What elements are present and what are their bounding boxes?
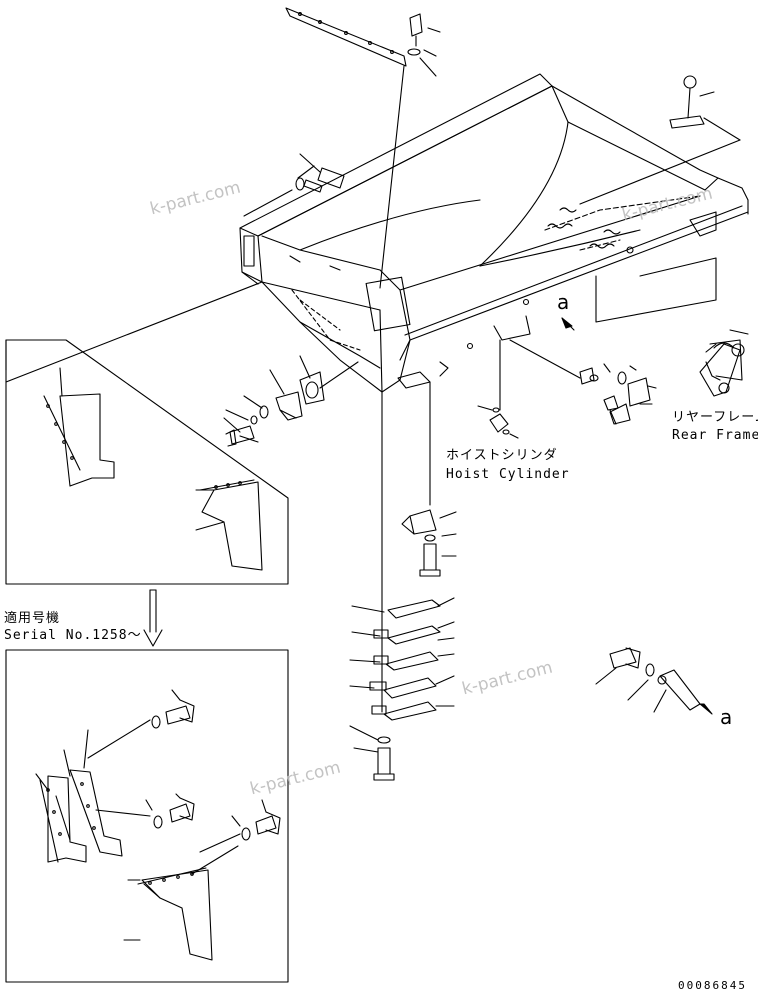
serial-label-jp: 適用号機 (4, 611, 61, 626)
front-bracket-parts (223, 355, 359, 447)
document-number: 00086845 (678, 979, 747, 992)
reference-a-lower: a (720, 705, 733, 729)
rear-frame-label-jp: リヤーフレーム (672, 410, 758, 425)
down-arrow (143, 589, 163, 647)
rear-frame-link (699, 329, 749, 397)
leader-lines (5, 257, 717, 713)
callout-box-lower (5, 649, 289, 983)
hoist-bracket-parts (477, 363, 657, 439)
pin-assembly (579, 75, 741, 205)
hoist-cylinder-label-en: Hoist Cylinder (446, 467, 570, 482)
bolt-cluster-upper (243, 153, 345, 217)
center-plate-stack (349, 509, 457, 781)
bolt-assembly-a (595, 647, 713, 715)
top-plate-assembly (285, 7, 441, 289)
reference-a-upper: a (557, 290, 570, 314)
serial-label-en: Serial No.1258～ (4, 628, 142, 643)
dump-body (239, 73, 749, 393)
ref-arrow (561, 317, 573, 329)
callout-box-upper (5, 339, 289, 585)
hoist-cylinder-label-jp: ホイストシリンダ (446, 448, 558, 463)
rear-frame-label-en: Rear Frame (672, 428, 758, 443)
